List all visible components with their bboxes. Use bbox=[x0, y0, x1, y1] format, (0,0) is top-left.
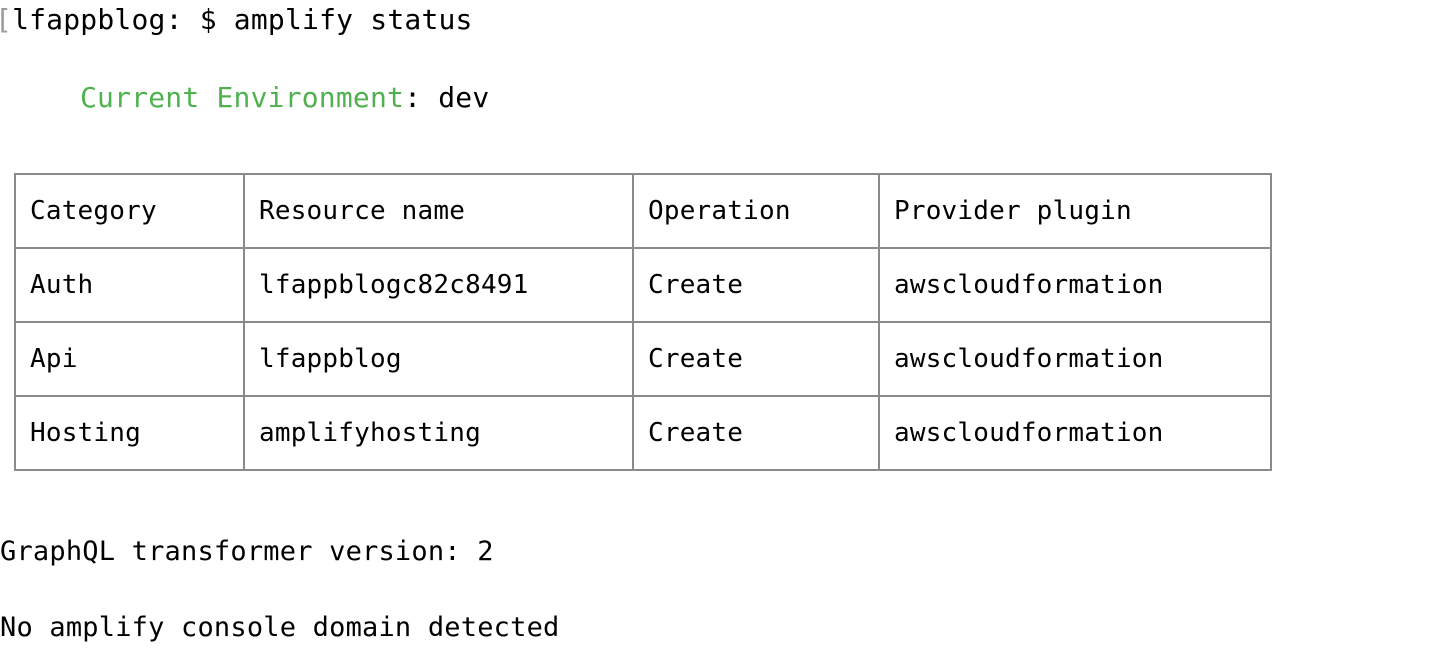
table-row: Auth lfappblogc82c8491 Create awscloudfo… bbox=[14, 247, 1272, 323]
table-body: Auth lfappblogc82c8491 Create awscloudfo… bbox=[14, 247, 1272, 471]
graphql-transformer-version-line: GraphQL transformer version: 2 bbox=[0, 536, 494, 567]
current-environment-label: Current Environment bbox=[80, 81, 405, 114]
table-header: Category Resource name Operation Provide… bbox=[14, 173, 1272, 249]
cell-resource-name: lfappblog bbox=[243, 321, 634, 397]
cell-provider-plugin: awscloudformation bbox=[878, 395, 1272, 471]
cell-category: Auth bbox=[14, 247, 245, 323]
cell-operation: Create bbox=[632, 247, 880, 323]
table-row: Hosting amplifyhosting Create awscloudfo… bbox=[14, 395, 1272, 471]
current-environment-line: Current Environment: dev bbox=[80, 78, 489, 118]
cell-operation: Create bbox=[632, 321, 880, 397]
column-header-provider-plugin: Provider plugin bbox=[878, 173, 1272, 249]
cell-provider-plugin: awscloudformation bbox=[878, 321, 1272, 397]
prompt-command-text: lfappblog: $ amplify status bbox=[12, 3, 473, 36]
column-header-resource-name: Resource name bbox=[243, 173, 634, 249]
table-row: Api lfappblog Create awscloudformation bbox=[14, 321, 1272, 397]
current-environment-value: dev bbox=[438, 81, 490, 114]
column-header-category: Category bbox=[14, 173, 245, 249]
cell-provider-plugin: awscloudformation bbox=[878, 247, 1272, 323]
column-header-operation: Operation bbox=[632, 173, 880, 249]
cell-category: Hosting bbox=[14, 395, 245, 471]
console-domain-status-line: No amplify console domain detected bbox=[0, 612, 560, 643]
prompt-bracket: [ bbox=[0, 3, 12, 36]
cell-resource-name: amplifyhosting bbox=[243, 395, 634, 471]
table-header-row: Category Resource name Operation Provide… bbox=[14, 173, 1272, 249]
cell-resource-name: lfappblogc82c8491 bbox=[243, 247, 634, 323]
cell-operation: Create bbox=[632, 395, 880, 471]
amplify-status-table: Category Resource name Operation Provide… bbox=[14, 173, 1272, 471]
current-environment-separator: : bbox=[404, 81, 439, 114]
command-prompt-line: [lfappblog: $ amplify status bbox=[0, 0, 473, 40]
cell-category: Api bbox=[14, 321, 245, 397]
